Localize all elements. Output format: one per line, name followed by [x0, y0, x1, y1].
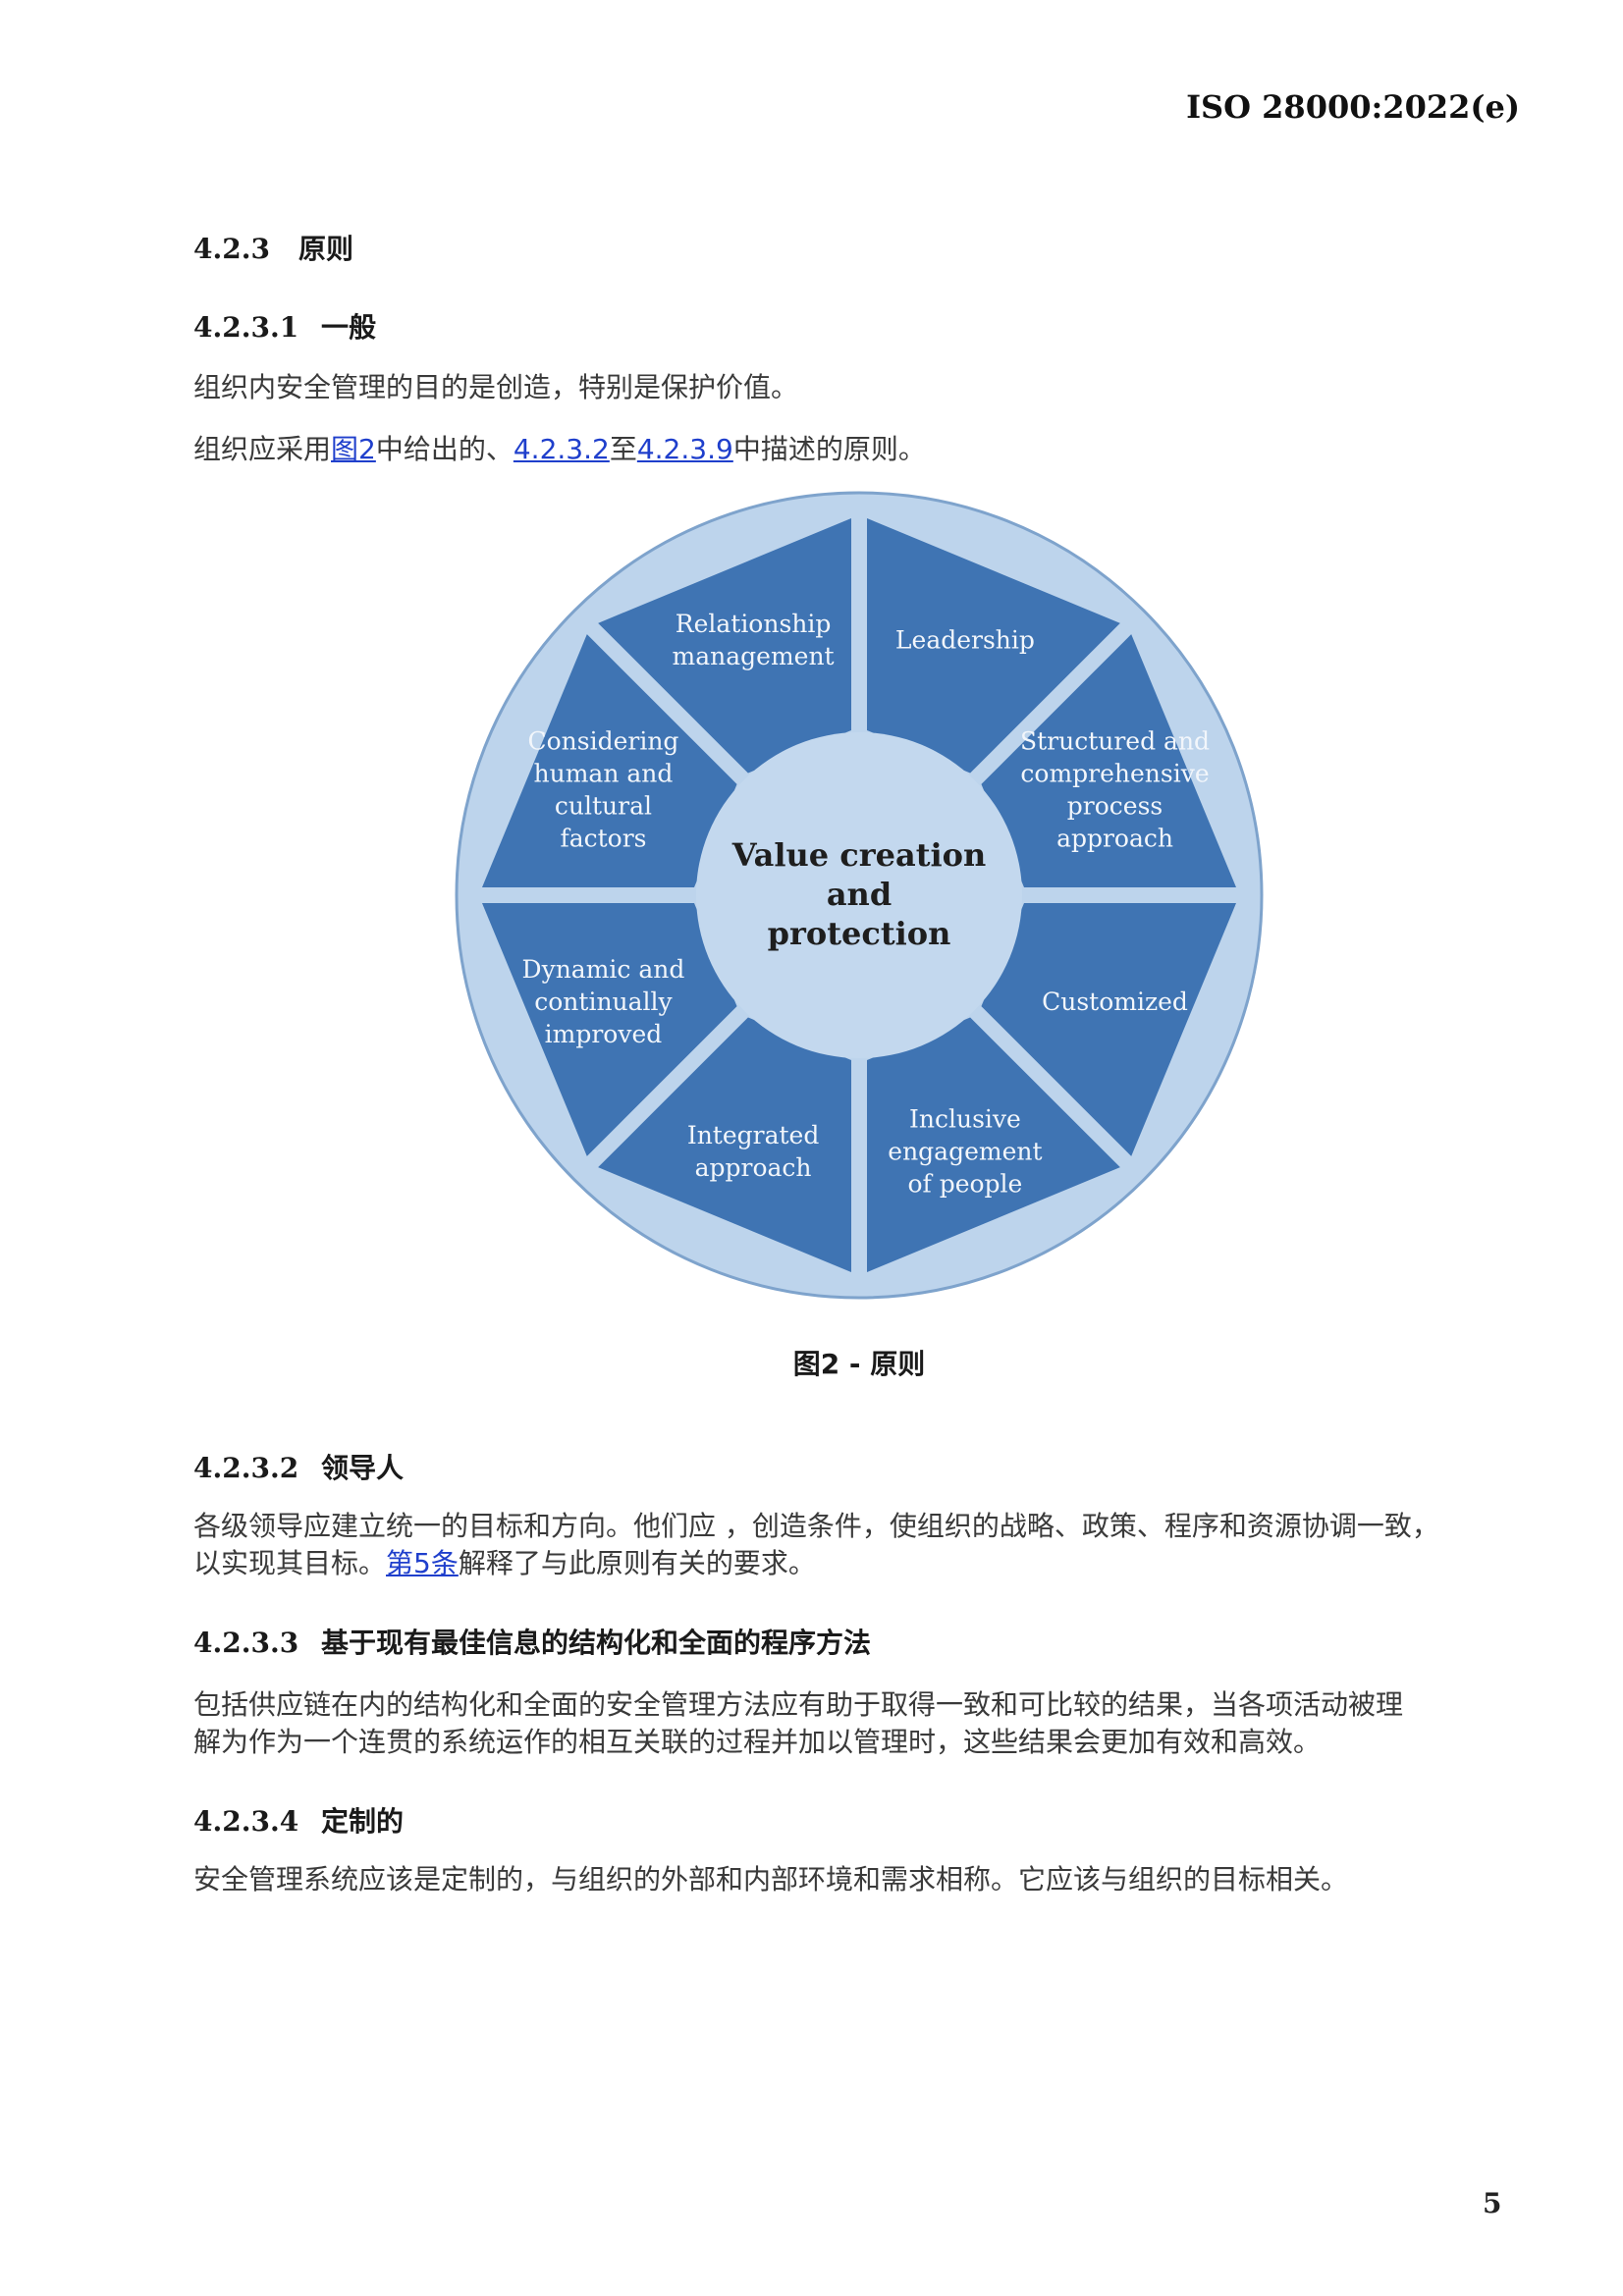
wheel-segment	[598, 1017, 851, 1272]
section-title: 原则	[298, 233, 354, 265]
segment-label: approach	[695, 1153, 812, 1182]
section-title: 一般	[321, 311, 377, 344]
paragraph: 各级领导应建立统一的目标和方向。他们应 ，创造条件，使组织的战略、政策、程序和资…	[193, 1508, 1529, 1582]
segment-label: Considering	[527, 727, 678, 756]
page-number: 5	[1483, 2187, 1502, 2219]
text: 中给出的、	[375, 433, 514, 465]
section-title: 领导人	[321, 1452, 405, 1484]
section-number: 4.2.3.1	[193, 311, 299, 344]
link-figure-2[interactable]: 图2	[331, 433, 376, 465]
text-line: 以实现其目标。第5条解释了与此原则有关的要求。	[193, 1545, 1529, 1582]
section-heading-4-2-3-4: 4.2.3.4 定制的	[193, 1800, 404, 1840]
segment-label: engagement	[888, 1138, 1042, 1166]
wheel-segment	[981, 903, 1236, 1156]
text: 解释了与此原则有关的要求。	[458, 1547, 816, 1579]
segment-label: Leadership	[895, 625, 1035, 654]
paragraph: 组织内安全管理的目的是创造，特别是保护价值。	[193, 371, 799, 403]
figure-caption: 图2 - 原则	[792, 1348, 926, 1380]
paragraph: 包括供应链在内的结构化和全面的安全管理方法应有助于取得一致和可比较的结果，当各项…	[193, 1686, 1529, 1761]
paragraph: 安全管理系统应该是定制的，与组织的外部和内部环境和需求相称。它应该与组织的目标相…	[193, 1863, 1349, 1896]
link-clause-5[interactable]: 第5条	[386, 1547, 459, 1579]
section-heading-4-2-3: 4.2.3 原则	[193, 228, 353, 267]
section-number: 4.2.3.3	[193, 1627, 299, 1659]
segment-label: human and	[534, 760, 674, 788]
wheel-segment	[482, 903, 737, 1156]
document-id-header: ISO 28000:2022(e)	[1186, 88, 1520, 126]
center-circle	[696, 732, 1022, 1058]
text-line: 解为作为一个连贯的系统运作的相互关联的过程并加以管理时，这些结果会更加有效和高效…	[193, 1726, 1322, 1758]
section-number: 4.2.3.4	[193, 1805, 299, 1838]
text: 组织应采用	[193, 433, 332, 465]
segment-label: process	[1067, 792, 1163, 821]
segment-label: approach	[1056, 825, 1173, 853]
text-line: 包括供应链在内的结构化和全面的安全管理方法应有助于取得一致和可比较的结果，当各项…	[193, 1688, 1404, 1721]
wheel-segment	[867, 1017, 1120, 1272]
wheel-segment	[867, 518, 1120, 774]
center-label: protection	[768, 915, 951, 952]
text: 以实现其目标。	[193, 1547, 387, 1579]
segment-label: Structured and	[1020, 727, 1210, 756]
paragraph-with-links: 组织应采用图2中给出的、4.2.3.2至4.2.3.9中描述的原则。	[193, 431, 1529, 468]
link-4-2-3-2[interactable]: 4.2.3.2	[513, 433, 610, 465]
segment-label: continually	[534, 988, 673, 1016]
center-label: Value creation	[731, 836, 987, 874]
text: 至	[609, 433, 637, 465]
segment-label: improved	[545, 1020, 663, 1048]
section-number: 4.2.3	[193, 233, 270, 265]
segment-label: cultural	[555, 792, 652, 821]
section-heading-4-2-3-2: 4.2.3.2 领导人	[193, 1447, 404, 1486]
segment-label: Relationship	[676, 610, 832, 638]
wheel-segment	[981, 634, 1236, 887]
text-line: 各级领导应建立统一的目标和方向。他们应 ，创造条件，使组织的战略、政策、程序和资…	[193, 1510, 1439, 1542]
segment-label: management	[673, 642, 835, 670]
wheel-segment	[598, 518, 851, 774]
section-title: 基于现有最佳信息的结构化和全面的程序方法	[321, 1627, 872, 1659]
section-heading-4-2-3-1: 4.2.3.1 一般	[193, 306, 376, 346]
wheel-segment	[482, 634, 737, 887]
link-4-2-3-9[interactable]: 4.2.3.9	[636, 433, 733, 465]
segment-label: factors	[560, 825, 646, 853]
segment-label: Dynamic and	[522, 955, 685, 984]
center-label: and	[827, 876, 892, 913]
section-number: 4.2.3.2	[193, 1452, 299, 1484]
segment-label: Integrated	[687, 1121, 820, 1149]
segment-label: of people	[907, 1170, 1022, 1199]
section-heading-4-2-3-3: 4.2.3.3 基于现有最佳信息的结构化和全面的程序方法	[193, 1622, 871, 1661]
segment-label: comprehensive	[1020, 760, 1209, 788]
segment-label: Inclusive	[909, 1105, 1021, 1134]
segment-label: Customized	[1042, 988, 1188, 1016]
section-title: 定制的	[321, 1805, 405, 1838]
text: 中描述的原则。	[732, 433, 926, 465]
